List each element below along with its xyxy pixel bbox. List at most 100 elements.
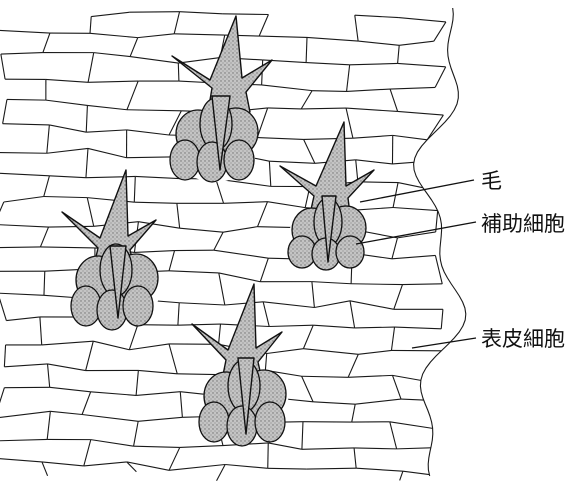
tissue-edge xyxy=(413,7,467,477)
cell-wall xyxy=(0,151,47,154)
cell-wall xyxy=(392,134,428,141)
cell-wall xyxy=(354,447,397,450)
cell-wall xyxy=(392,161,414,165)
cell-wall xyxy=(41,461,84,467)
cell-wall xyxy=(88,80,139,83)
cell-wall xyxy=(178,57,221,64)
cell-wall xyxy=(213,249,269,259)
cell-wall xyxy=(0,172,50,177)
cell-wall xyxy=(267,467,307,470)
cell-wall xyxy=(355,159,359,182)
cell-wall xyxy=(135,175,180,180)
subsidiary-cell-cluster xyxy=(70,243,159,331)
cell-wall xyxy=(223,201,268,204)
trichome xyxy=(169,15,273,183)
cell-wall xyxy=(85,341,94,371)
cell-wall xyxy=(354,14,399,19)
cell-wall xyxy=(87,104,127,111)
cell-wall xyxy=(390,86,436,90)
cell-wall xyxy=(0,292,44,296)
cell-wall xyxy=(168,250,176,271)
cell-wall xyxy=(351,404,356,423)
cell-wall xyxy=(355,398,402,405)
cell-wall xyxy=(126,461,137,473)
cell-wall xyxy=(300,90,313,110)
cell-wall xyxy=(398,17,446,23)
cell-wall xyxy=(4,363,48,368)
cell-wall xyxy=(313,324,355,329)
cell-wall xyxy=(349,62,398,66)
cell-wall xyxy=(39,226,50,248)
cell-wall xyxy=(0,52,43,55)
cell-wall xyxy=(91,11,130,18)
cell-wall xyxy=(129,11,180,13)
cell-wall xyxy=(312,90,347,92)
cell-wall xyxy=(311,281,352,285)
cell-wall xyxy=(346,88,391,92)
cell-wall xyxy=(93,52,131,58)
cell-wall xyxy=(400,398,424,401)
cell-wall xyxy=(397,231,436,239)
subsidiary-cell-cluster xyxy=(198,357,287,447)
cell-wall xyxy=(391,237,399,259)
cell-wall xyxy=(267,107,302,110)
cell-wall xyxy=(136,391,181,396)
cell-wall xyxy=(355,159,393,165)
cell-wall xyxy=(90,391,137,396)
cell-wall xyxy=(2,99,8,124)
cell-wall xyxy=(43,195,88,199)
cell-wall xyxy=(85,105,88,133)
cell-wall xyxy=(389,421,433,429)
cell-wall xyxy=(176,203,181,229)
cell-wall xyxy=(264,353,268,371)
cell-wall xyxy=(224,301,264,306)
cell-wall xyxy=(268,161,272,187)
cell-wall xyxy=(301,107,347,110)
cell-wall xyxy=(351,283,403,286)
cell-wall xyxy=(0,387,5,404)
cell-wall xyxy=(356,467,403,472)
cell-wall xyxy=(433,21,447,42)
cell-wall xyxy=(349,300,394,310)
cell-wall xyxy=(357,181,399,184)
cell-wall xyxy=(399,471,404,481)
cell-wall xyxy=(129,37,139,57)
cell-wall xyxy=(179,444,223,448)
cell-wall xyxy=(306,36,359,42)
cell-wall xyxy=(306,62,350,66)
cell-wall xyxy=(177,323,221,326)
cell-wall xyxy=(46,147,89,154)
cell-wall xyxy=(262,59,307,64)
cell-wall xyxy=(440,309,444,329)
cell-wall xyxy=(389,88,399,112)
cell-wall xyxy=(179,391,183,418)
cell-wall xyxy=(306,467,357,470)
subsidiary-cell-cluster xyxy=(169,95,259,183)
cell-wall xyxy=(49,175,86,179)
cell-wall xyxy=(3,195,44,203)
cell-wall xyxy=(222,13,269,16)
cell-wall xyxy=(134,201,177,204)
cell-wall xyxy=(130,56,179,64)
cell-wall xyxy=(391,254,436,260)
cell-wall xyxy=(399,40,434,46)
cell-wall xyxy=(389,421,398,449)
cell-wall xyxy=(397,62,446,68)
cell-wall xyxy=(303,139,316,164)
cell-wall xyxy=(41,340,94,346)
hair-label: 毛 xyxy=(481,169,502,193)
cell-wall xyxy=(85,148,89,178)
cell-wall xyxy=(396,447,431,450)
cell-wall xyxy=(83,461,127,467)
cell-wall xyxy=(47,363,86,372)
cell-wall xyxy=(393,284,403,310)
cell-wall xyxy=(391,375,402,400)
cell-wall xyxy=(218,272,261,283)
cell-wall xyxy=(311,281,315,308)
cell-wall xyxy=(90,439,134,447)
cell-wall xyxy=(168,343,178,374)
cell-wall xyxy=(126,156,171,159)
hair-leader-line xyxy=(359,179,475,203)
cell-wall xyxy=(138,369,178,375)
